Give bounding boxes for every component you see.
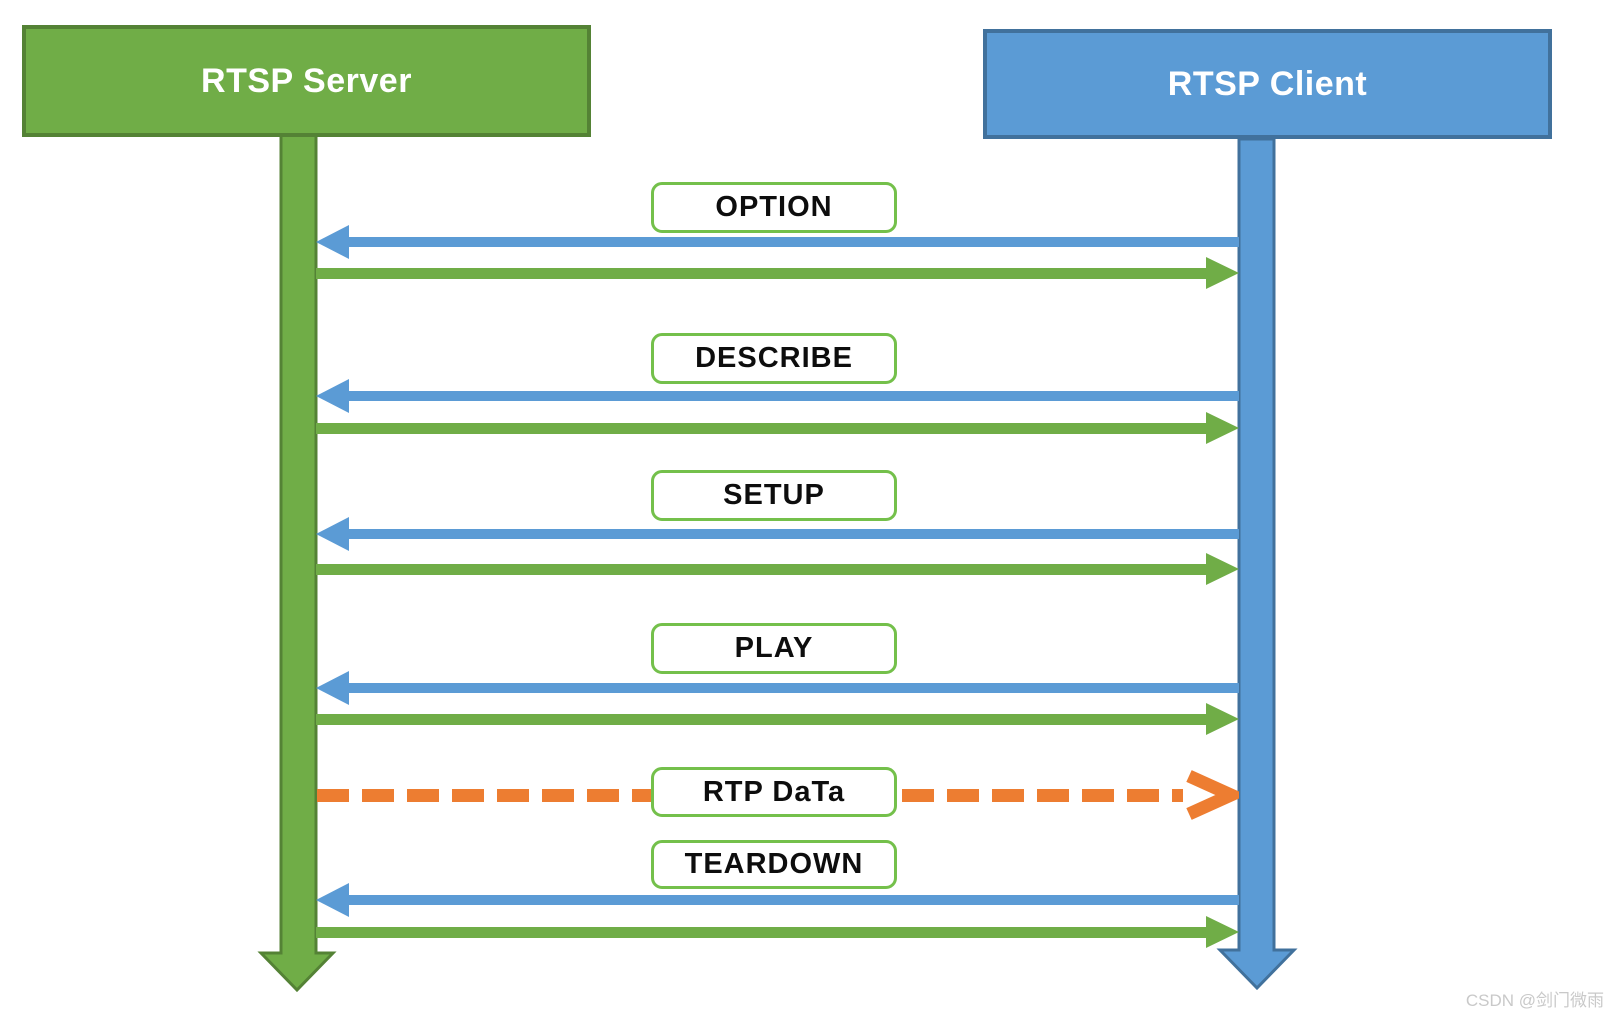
right-arrowhead-icon: [1206, 257, 1239, 289]
teardown-label-text: TEARDOWN: [684, 848, 864, 880]
setup-request-arrow-icon: [316, 517, 1239, 551]
client-actor-box: RTSP Client: [983, 29, 1552, 139]
left-arrowhead-icon: [316, 379, 349, 413]
describe-request-arrow-icon: [316, 379, 1239, 413]
describe-message-label: DESCRIBE: [651, 333, 897, 384]
arrow-shaft: [316, 267, 1206, 279]
client-actor-label: RTSP Client: [1167, 64, 1368, 103]
describe-label-text: DESCRIBE: [695, 342, 853, 374]
teardown-message-label: TEARDOWN: [651, 840, 897, 889]
right-arrowhead-icon: [1206, 412, 1239, 444]
teardown-request-arrow-icon: [316, 883, 1239, 917]
left-arrowhead-icon: [316, 883, 349, 917]
left-arrowhead-icon: [316, 517, 349, 551]
teardown-response-arrow-icon: [316, 915, 1239, 949]
right-arrowhead-icon: [1206, 916, 1239, 948]
arrow-shaft: [349, 529, 1239, 539]
client-lifeline-down-arrow-icon: [1216, 139, 1298, 991]
arrow-shaft: [349, 683, 1239, 693]
right-arrowhead-icon: [1206, 553, 1239, 585]
option-response-arrow-icon: [316, 256, 1239, 290]
play-response-arrow-icon: [316, 702, 1239, 736]
setup-message-label: SETUP: [651, 470, 897, 521]
chevron-right-arrowhead-icon: [1186, 770, 1239, 820]
arrow-shaft: [349, 391, 1239, 401]
server-actor-label: RTSP Server: [201, 61, 412, 100]
server-actor-box: RTSP Server: [22, 25, 591, 137]
setup-label-text: SETUP: [723, 479, 825, 511]
arrow-shaft: [316, 713, 1206, 725]
arrow-shaft: [316, 563, 1206, 575]
left-arrowhead-icon: [316, 225, 349, 259]
rtp-data-label-text: RTP DaTa: [702, 775, 846, 808]
describe-response-arrow-icon: [316, 411, 1239, 445]
setup-response-arrow-icon: [316, 552, 1239, 586]
arrow-shaft: [316, 926, 1206, 938]
play-message-label: PLAY: [651, 623, 897, 674]
option-message-label: OPTION: [651, 182, 897, 233]
right-arrowhead-icon: [1206, 703, 1239, 735]
arrow-shaft: [349, 895, 1239, 905]
option-request-arrow-icon: [316, 225, 1239, 259]
play-label-text: PLAY: [734, 632, 814, 664]
csdn-watermark: CSDN @剑门微雨: [1465, 991, 1604, 1010]
arrow-shaft: [349, 237, 1239, 247]
arrow-shaft: [316, 422, 1206, 434]
left-arrowhead-icon: [316, 671, 349, 705]
option-label-text: OPTION: [715, 191, 833, 223]
play-request-arrow-icon: [316, 671, 1239, 705]
rtp-data-message-label: RTP DaTa: [651, 767, 897, 817]
